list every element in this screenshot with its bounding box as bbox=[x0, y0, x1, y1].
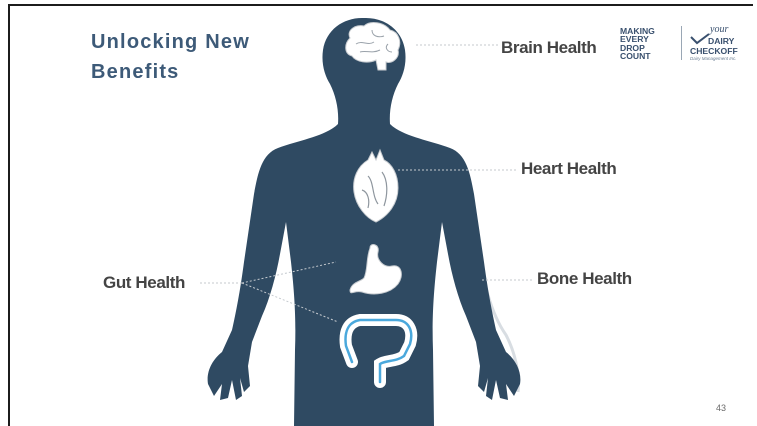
page-number: 43 bbox=[716, 403, 726, 413]
checkoff-dairy-text: DAIRY bbox=[708, 36, 734, 46]
checkmark-icon bbox=[690, 33, 710, 45]
dairy-checkoff-logo: your DAIRY CHECKOFF Dairy Management Inc… bbox=[686, 24, 750, 62]
heart-health-label: Heart Health bbox=[521, 159, 616, 179]
checkoff-checkoff-text: CHECKOFF bbox=[690, 46, 738, 56]
logo-line-count: COUNT bbox=[620, 52, 655, 60]
making-every-drop-count-logo: MAKING EVERY DROP COUNT bbox=[620, 27, 655, 60]
brain-health-label: Brain Health bbox=[501, 38, 596, 58]
checkoff-your-text: your bbox=[710, 24, 728, 35]
bone-health-label: Bone Health bbox=[537, 269, 632, 289]
checkoff-organization-text: Dairy Management Inc. bbox=[690, 56, 737, 61]
gut-health-label: Gut Health bbox=[103, 273, 185, 293]
human-silhouette bbox=[208, 18, 521, 426]
logo-divider bbox=[681, 26, 682, 60]
